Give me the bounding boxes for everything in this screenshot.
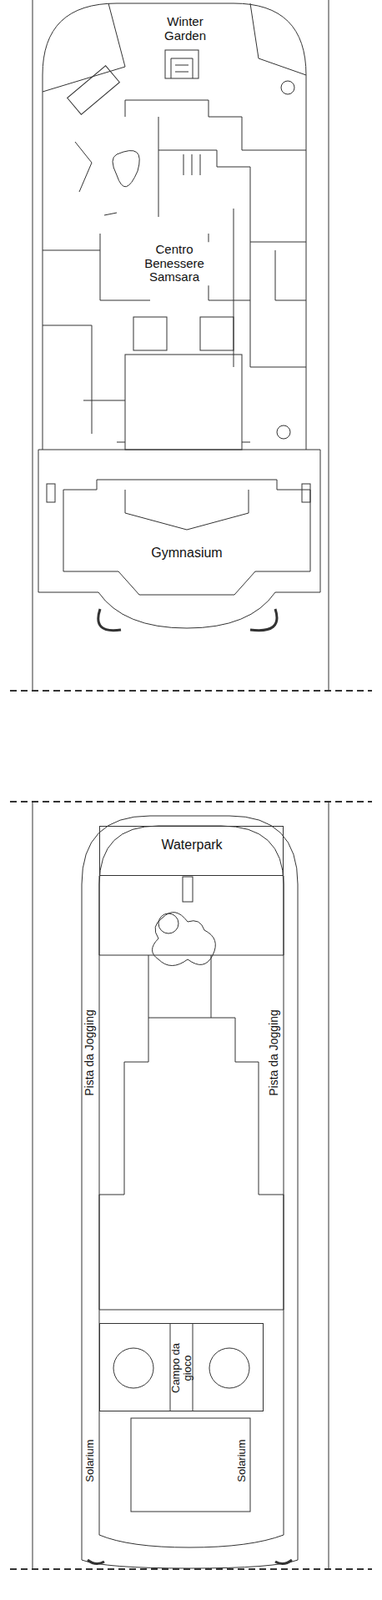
wall [125,100,307,151]
frame-line [32,0,34,691]
wall [75,141,117,216]
slide [158,913,179,934]
room-outline [63,479,311,597]
stair [182,876,193,902]
area-label: Pista da Jogging [267,1009,281,1096]
stair [301,483,311,503]
court-circle [113,1347,154,1388]
cut-line [10,689,372,692]
wall [42,3,307,92]
stair [98,608,277,631]
pool-deck [99,1017,284,1310]
area-label: Centro Benessere Samsara [133,241,217,286]
hull-outline [81,815,298,1569]
room: Waterpark [99,825,284,876]
stair [46,483,56,503]
room-name: Campo da gioco [170,1339,195,1397]
wall [148,955,212,1018]
area-label: Winter Garden [150,14,221,44]
solarium-area [130,1417,251,1512]
wall [125,489,249,530]
stair [87,1559,292,1564]
room-name: Gymnasium [150,545,222,561]
pool [67,65,121,115]
court-circle [209,1347,250,1388]
hull-outline [42,3,307,450]
stair [200,316,234,351]
frame-line [328,0,330,691]
area-label: Solarium [236,1438,248,1482]
reception [112,150,140,187]
stair [165,50,199,79]
wall [83,400,251,443]
pool [152,912,217,966]
column [281,80,295,95]
stair [170,58,193,79]
frame-line [328,801,330,1569]
room: Gymnasium [63,479,311,597]
wall [99,875,284,955]
atrium [125,354,242,450]
room-outline [63,479,311,595]
stair [133,316,167,351]
area-label: Pista da Jogging [83,1009,96,1096]
cut-line [10,800,372,803]
hull-outline [38,449,321,629]
jogging-track [99,825,284,1548]
room: Campo da gioco [99,1322,264,1412]
wall [158,116,251,217]
frame-line [32,801,34,1569]
room-name: Waterpark [160,837,222,853]
area-label: Solarium [84,1438,96,1482]
column [276,425,291,439]
wall [42,241,307,434]
